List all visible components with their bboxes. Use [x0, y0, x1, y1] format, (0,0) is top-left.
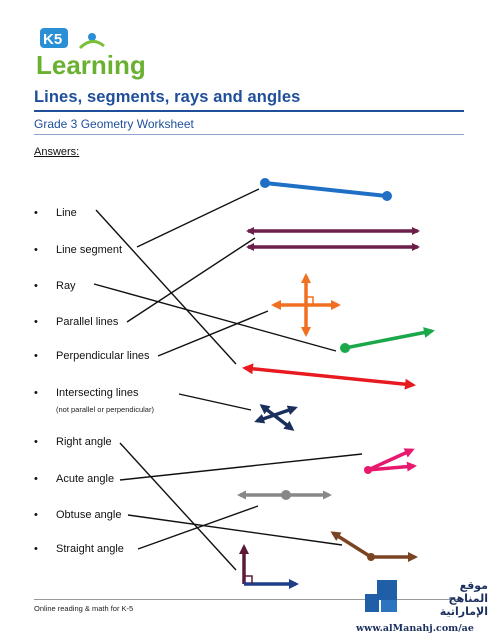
- straight-angle-figure: [237, 490, 332, 500]
- answer-line-ray: [93, 283, 337, 352]
- term-label: Obtuse angle: [56, 509, 122, 521]
- obtuse-angle-figure: [330, 531, 418, 562]
- answer-lines: [93, 188, 363, 571]
- subtitle-divider: [34, 134, 464, 135]
- footer-divider: [34, 599, 464, 600]
- term-label: Right angle: [56, 436, 112, 448]
- term-acute-angle: • Acute angle: [34, 473, 114, 485]
- answer-line-right: [119, 442, 237, 571]
- bullet: •: [34, 350, 38, 362]
- bullet: •: [34, 543, 38, 555]
- term-intersecting-lines: • Intersecting lines: [34, 387, 139, 399]
- term-ray: • Ray: [34, 280, 76, 292]
- answer-line-line: [95, 209, 237, 365]
- answer-line-perpendicular: [157, 310, 269, 357]
- term-label: Line: [56, 207, 77, 219]
- intersecting-lines-figure: [254, 404, 298, 431]
- parallel-lines-figure: [246, 227, 420, 251]
- watermark-arabic: موقع المناهج الإماراتية: [439, 579, 488, 618]
- term-label: Perpendicular lines: [56, 350, 150, 362]
- acute-angle-figure: [364, 448, 417, 474]
- term-obtuse-angle: • Obtuse angle: [34, 509, 121, 521]
- bullet: •: [34, 316, 38, 328]
- term-perpendicular-lines: • Perpendicular lines: [34, 350, 150, 362]
- intersecting-note: (not parallel or perpendicular): [56, 405, 154, 414]
- term-label: Parallel lines: [56, 316, 119, 328]
- bullet: •: [34, 244, 38, 256]
- term-line-segment: • Line segment: [34, 244, 122, 256]
- page-title: Lines, segments, rays and angles: [34, 88, 301, 106]
- term-label: Acute angle: [56, 473, 115, 485]
- answer-line-intersecting: [178, 393, 252, 411]
- segment-figure: [260, 178, 392, 201]
- bullet: •: [34, 509, 38, 521]
- term-parallel-lines: • Parallel lines: [34, 316, 118, 328]
- footer-text: Online reading & math for K-5: [34, 604, 134, 613]
- answer-line-acute: [119, 453, 363, 481]
- bullet: •: [34, 387, 38, 399]
- bullet: •: [34, 207, 38, 219]
- term-label: Ray: [56, 280, 76, 292]
- term-label: Straight angle: [56, 543, 124, 555]
- watermark-url: www.alManahj.com/ae: [356, 623, 474, 634]
- bullet: •: [34, 436, 38, 448]
- ray-figure: [340, 327, 435, 353]
- bullet: •: [34, 473, 38, 485]
- answer-line-obtuse: [127, 514, 343, 546]
- term-right-angle: • Right angle: [34, 436, 112, 448]
- bullet: •: [34, 280, 38, 292]
- title-divider: [34, 110, 464, 112]
- term-straight-angle: • Straight angle: [34, 543, 124, 555]
- answer-line-straight: [137, 505, 259, 550]
- answer-line-segment: [136, 188, 260, 248]
- svg-text:Learning: Learning: [36, 50, 146, 80]
- term-label: Intersecting lines: [56, 387, 139, 399]
- line-figure: [242, 363, 416, 390]
- term-label: Line segment: [56, 244, 123, 256]
- perpendicular-lines-figure: [271, 273, 341, 337]
- k5-learning-logo: K5 Learning: [36, 28, 146, 80]
- term-line: • Line: [34, 207, 77, 219]
- right-angle-figure: [239, 544, 299, 589]
- svg-text:K5: K5: [43, 31, 62, 48]
- page-subtitle: Grade 3 Geometry Worksheet: [34, 117, 194, 131]
- answers-label: Answers:: [34, 146, 80, 158]
- answer-line-parallel: [126, 237, 256, 323]
- watermark-logo: [365, 580, 397, 612]
